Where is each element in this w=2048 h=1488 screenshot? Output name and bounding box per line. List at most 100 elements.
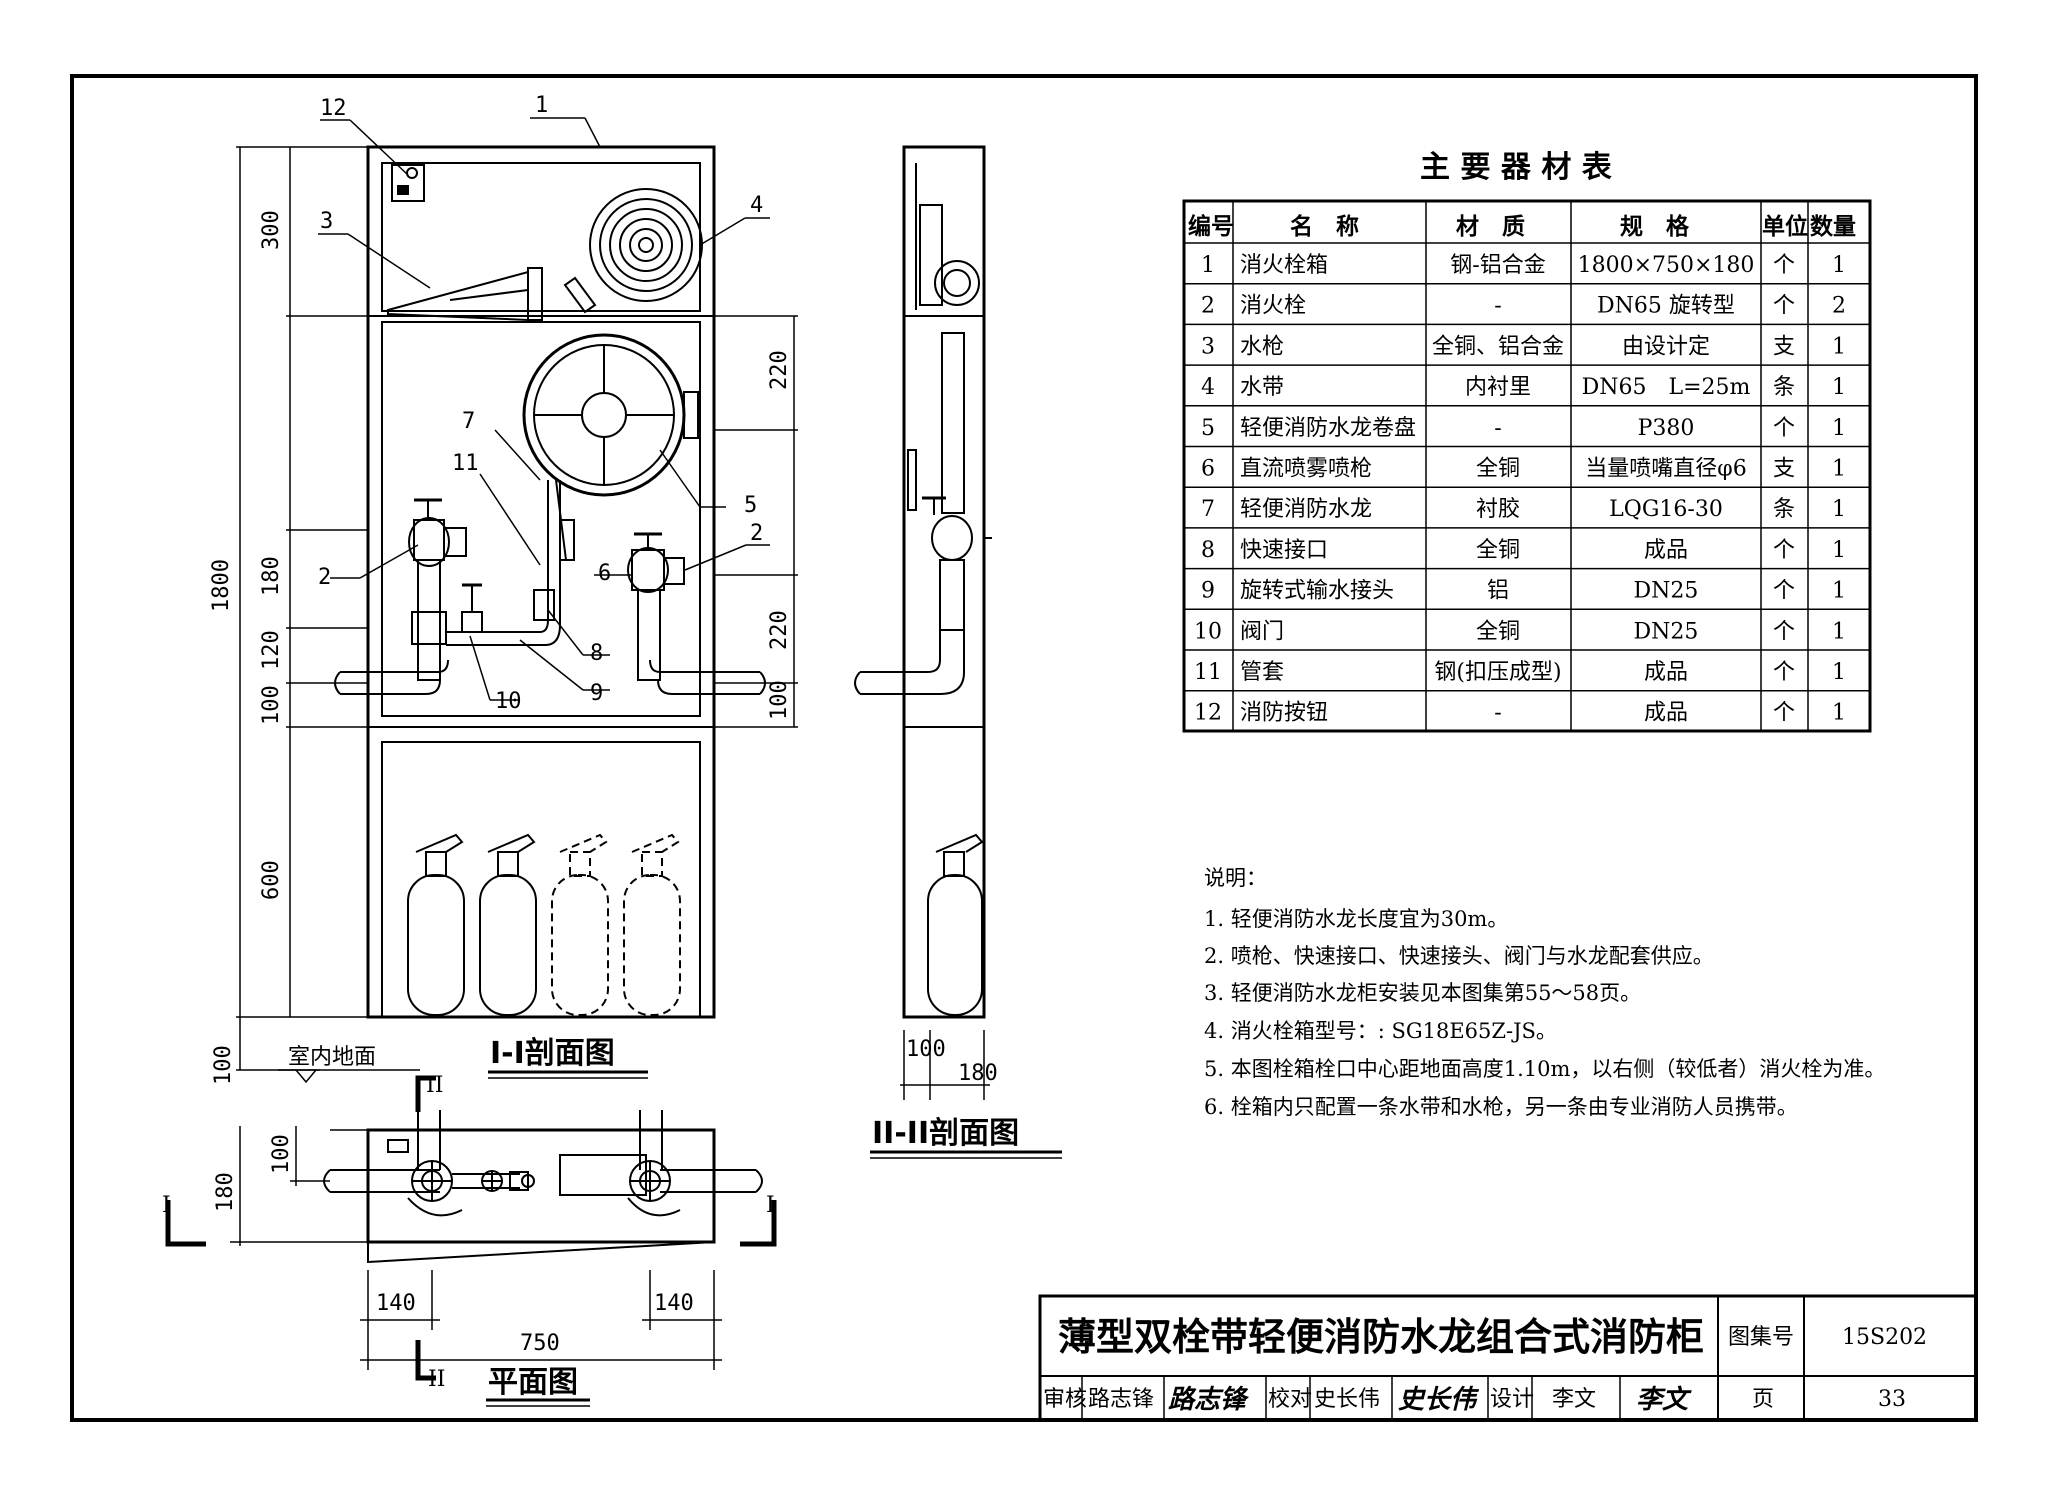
- note-2: 2. 喷枪、快速接口、快速接头、阀门与水龙配套供应。: [1204, 944, 1714, 968]
- design-name: 李文: [1552, 1387, 1596, 1412]
- table-cell-unit: 个: [1773, 579, 1795, 604]
- table-cell-qty: 1: [1832, 334, 1846, 359]
- table-cell-unit: 支: [1773, 334, 1795, 359]
- dim-plan-180: 180: [213, 1172, 238, 1212]
- atlas-label: 图集号: [1728, 1325, 1794, 1350]
- table-cell-no: 12: [1194, 701, 1222, 726]
- dim-plan-750: 750: [520, 1331, 560, 1356]
- table-cell-qty: 2: [1832, 294, 1846, 319]
- hose-coil-icon: [563, 188, 703, 314]
- table-cell-spec: 由设计定: [1622, 334, 1710, 359]
- table-cell-qty: 1: [1832, 416, 1846, 441]
- plan-labels: 180 100 140 140 750 II I I II 平面图: [162, 1073, 775, 1400]
- table-cell-spec: DN25: [1634, 619, 1699, 644]
- table-cell-spec: P380: [1638, 416, 1695, 441]
- table-cell-unit: 个: [1773, 660, 1795, 685]
- table-header-no: 编号: [1188, 213, 1234, 240]
- callout-8: 8: [590, 641, 603, 666]
- table-cell-unit: 个: [1773, 253, 1795, 278]
- callout-4: 4: [750, 193, 763, 218]
- callout-10: 10: [495, 689, 522, 714]
- table-cell-no: 6: [1201, 457, 1215, 482]
- table-cell-no: 11: [1194, 660, 1222, 685]
- table-cell-unit: 条: [1773, 375, 1795, 400]
- dim-plan-100: 100: [269, 1134, 294, 1174]
- table-cell-no: 5: [1201, 416, 1215, 441]
- table-cell-no: 2: [1201, 294, 1215, 319]
- table-cell-unit: 个: [1773, 538, 1795, 563]
- cut-mark-ii-top: II: [426, 1073, 443, 1098]
- table-cell-spec: DN25: [1634, 579, 1699, 604]
- table-cell-unit: 个: [1773, 619, 1795, 644]
- page-label: 页: [1752, 1387, 1774, 1412]
- table-cell-qty: 1: [1832, 375, 1846, 400]
- table-cell-spec: 成品: [1644, 701, 1688, 726]
- table-cell-qty: 1: [1832, 619, 1846, 644]
- table-cell-no: 7: [1201, 497, 1215, 522]
- drawing-title: 薄型双栓带轻便消防水龙组合式消防柜: [1058, 1315, 1704, 1359]
- table-cell-no: 8: [1201, 538, 1215, 563]
- table-cell-name: 消防按钮: [1240, 701, 1328, 726]
- section-1-view: [236, 117, 798, 1084]
- section-1-dimension-lines: [236, 117, 798, 1084]
- table-cell-material: 衬胶: [1476, 497, 1520, 522]
- callout-1: 1: [535, 93, 548, 118]
- table-header-spec: 规 格: [1620, 213, 1690, 240]
- section-2-view: [854, 145, 992, 1100]
- table-cell-material: 铝: [1487, 579, 1509, 604]
- plan-title: 平面图: [488, 1365, 578, 1400]
- note-4: 4. 消火栓箱型号：: SG18E65Z-JS。: [1204, 1019, 1557, 1043]
- floor-label: 室内地面: [288, 1045, 376, 1070]
- table-cell-spec: 1800×750×180: [1578, 253, 1755, 278]
- sheet-border: [70, 74, 1978, 1422]
- callout-2-left: 2: [318, 565, 331, 590]
- dim-100-floor: 100: [211, 1045, 236, 1085]
- right-hydrant-icon: [627, 532, 685, 681]
- branch-valve-icon: [446, 479, 575, 646]
- table-cell-material: -: [1494, 294, 1501, 319]
- callout-6: 6: [598, 561, 611, 586]
- callout-2-right: 2: [750, 521, 763, 546]
- note-1: 1. 轻便消防水龙长度宜为30m。: [1204, 907, 1508, 931]
- nozzle-icon: [387, 267, 543, 322]
- table-title: 主 要 器 材 表: [1420, 150, 1612, 185]
- table-cell-qty: 1: [1832, 701, 1846, 726]
- cut-mark-ii-bottom: II: [428, 1367, 445, 1392]
- table-cell-no: 3: [1201, 334, 1215, 359]
- dim-s2-180: 180: [958, 1061, 998, 1086]
- title-block-text: 薄型双栓带轻便消防水龙组合式消防柜 图集号 15S202 审核 路志锋 路志锋 …: [1043, 1315, 1927, 1415]
- note-6: 6. 栓箱内只配置一条水带和水枪，另一条由专业消防人员携带。: [1204, 1095, 1798, 1119]
- note-3: 3. 轻便消防水龙柜安装见本图集第55～58页。: [1204, 981, 1641, 1005]
- extinguisher-icon-4: [623, 833, 681, 1016]
- cut-mark-i-left: I: [162, 1193, 171, 1218]
- fire-button-icon: [391, 164, 425, 202]
- callout-7: 7: [462, 409, 475, 434]
- table-cell-spec: DN65 旋转型: [1597, 294, 1735, 319]
- middle-compartment: [381, 321, 701, 717]
- table-cell-no: 10: [1194, 619, 1222, 644]
- dim-100-right: 100: [767, 680, 792, 720]
- dim-1800: 1800: [209, 559, 234, 612]
- section-2-title: II-II剖面图: [872, 1116, 1019, 1151]
- table-cell-unit: 个: [1773, 416, 1795, 441]
- table-cell-qty: 1: [1832, 253, 1846, 278]
- table-cell-material: 全铜: [1476, 457, 1520, 482]
- table-cell-material: 内衬里: [1465, 375, 1531, 400]
- title-block: [1038, 1294, 1978, 1422]
- callout-3: 3: [320, 209, 333, 234]
- table-header-unit: 单位: [1762, 213, 1808, 240]
- note-5: 5. 本图栓箱栓口中心距地面高度1.10m，以右侧（较低者）消火栓为准。: [1204, 1057, 1885, 1081]
- table-cell-unit: 条: [1773, 497, 1795, 522]
- table-cell-qty: 1: [1832, 457, 1846, 482]
- hose-reel-wheel-icon: [522, 333, 699, 497]
- table-header-name: 名 称: [1290, 213, 1359, 240]
- table-cell-material: -: [1494, 416, 1501, 441]
- table-cell-qty: 1: [1832, 579, 1846, 604]
